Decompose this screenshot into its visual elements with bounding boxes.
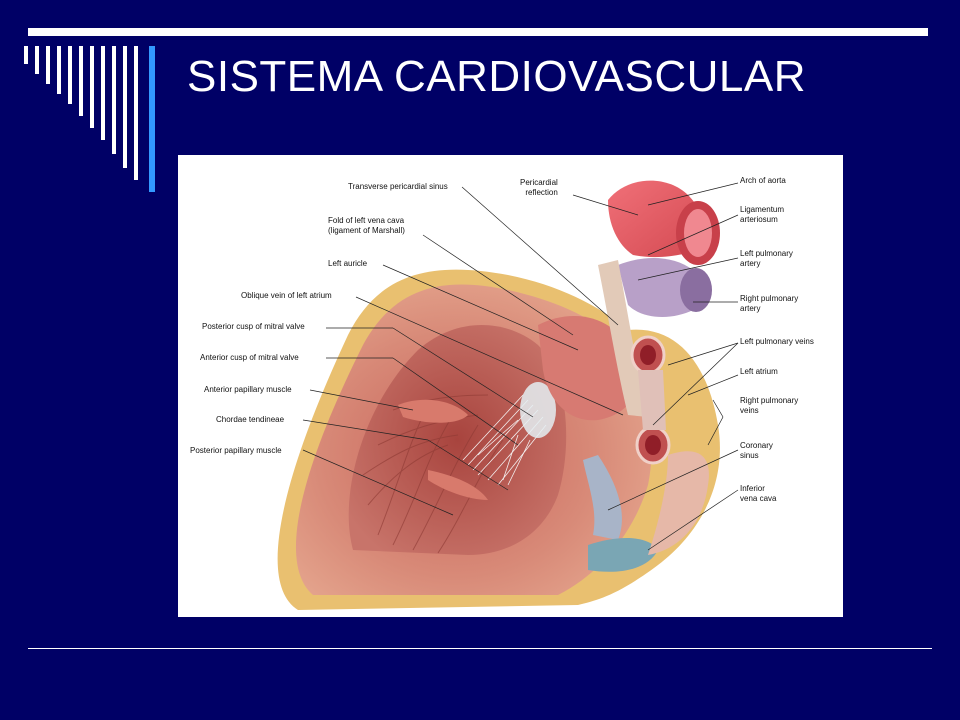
leader-lines xyxy=(302,182,739,551)
pulmonary-artery xyxy=(618,258,693,317)
bottom-rule xyxy=(28,648,932,649)
label-oblique-vein: Oblique vein of left atrium xyxy=(241,291,332,300)
label-pericardial-reflection: Pericardial reflection xyxy=(520,178,558,197)
ventricular-cavity xyxy=(348,325,567,555)
label-left-pulmonary-artery: Left pulmonary artery xyxy=(740,249,793,268)
top-rule xyxy=(28,28,928,36)
heart-illustration xyxy=(277,180,739,610)
label-coronary-sinus: Coronary sinus xyxy=(740,441,773,460)
label-right-pulmonary-veins: Right pulmonary veins xyxy=(740,396,799,415)
coronary-sinus xyxy=(583,455,622,540)
label-ligament-of-marshall: Fold of left vena cava (ligament of Mars… xyxy=(328,216,405,235)
decorative-bars xyxy=(24,46,155,192)
label-left-auricle: Left auricle xyxy=(328,259,368,268)
label-left-atrium: Left atrium xyxy=(740,367,778,376)
label-right-pulmonary-artery: Right pulmonary artery xyxy=(740,294,799,313)
label-inferior-vena-cava: Inferior vena cava xyxy=(740,484,777,503)
slide-title: SISTEMA CARDIOVASCULAR xyxy=(187,52,806,101)
label-posterior-cusp-mitral: Posterior cusp of mitral valve xyxy=(202,322,305,331)
pulmonary-veins xyxy=(630,335,671,465)
inferior-vena-cava xyxy=(588,538,658,572)
label-ligamentum-arteriosum: Ligamentum arteriosum xyxy=(740,205,785,224)
label-left-pulmonary-veins: Left pulmonary veins xyxy=(740,337,814,346)
label-posterior-papillary: Posterior papillary muscle xyxy=(190,446,282,455)
label-anterior-cusp-mitral: Anterior cusp of mitral valve xyxy=(200,353,299,362)
heart-anatomy-figure: Transverse pericardial sinus Fold of lef… xyxy=(178,155,843,617)
label-anterior-papillary: Anterior papillary muscle xyxy=(204,385,292,394)
label-chordae-tendineae: Chordae tendineae xyxy=(216,415,285,424)
label-arch-of-aorta: Arch of aorta xyxy=(740,176,786,185)
label-transverse-pericardial-sinus: Transverse pericardial sinus xyxy=(348,182,448,191)
mitral-valve-cusp xyxy=(520,382,556,438)
